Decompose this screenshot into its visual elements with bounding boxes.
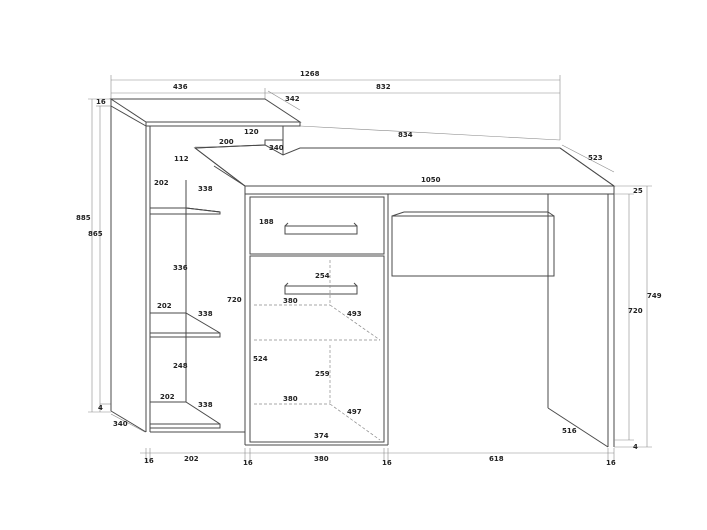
dim-top-left: 436 [173,83,188,91]
dim-desk-depth-width: 834 [398,131,413,139]
dim-shelf3-depth: 338 [198,401,213,409]
left-dimension-lines [88,98,146,433]
dim-inner-depth-lower: 497 [347,408,362,416]
dim-door-inner-width-upper: 380 [283,297,298,305]
dim-cabinet-inner-depth: 524 [253,355,268,363]
dim-desktop-thickness: 25 [633,187,643,195]
desk [193,144,616,448]
dim-shelf-gap-lower: 248 [173,362,188,370]
dim-right-foot: 4 [633,443,638,451]
bottom-dimension-lines [140,448,615,462]
dim-upper-shelf-width: 120 [244,128,259,136]
dim-bottom-left-panel: 16 [144,457,154,465]
dimension-labels: 1268 436 832 16 342 120 200 340 834 523 … [76,70,662,467]
dim-cabinet-height: 720 [227,296,242,304]
dim-shelf2-width: 202 [157,302,172,310]
dim-upper-shelf-depth: 340 [269,144,284,152]
dim-desk-leg-depth: 516 [562,427,577,435]
dim-bottom-shelf-width: 202 [184,455,199,463]
dim-shelf3-width: 202 [160,393,175,401]
dim-top-right: 832 [376,83,391,91]
dim-door-inner-width-lower: 380 [283,395,298,403]
dim-desk-right-depth: 523 [588,154,603,162]
dim-bottom-gap-panel: 16 [243,459,253,467]
dim-bottom-cabinet-panel: 16 [382,459,392,467]
dim-right-height-overall: 749 [647,292,662,300]
dim-shelf-unit-height: 865 [88,230,103,238]
dim-door-inner-height-upper: 254 [315,272,330,280]
dim-drawer-height: 188 [259,218,274,226]
dim-shelf1-depth: 338 [198,185,213,193]
dim-top-thickness-left: 16 [96,98,106,106]
right-dimension-lines [614,185,652,448]
dim-inner-depth-upper: 493 [347,310,362,318]
dim-door-inner-height-lower: 259 [315,370,330,378]
dim-bottom-right-panel: 16 [606,459,616,467]
dim-plinth-height: 4 [98,404,103,412]
dim-shelf2-depth: 338 [198,310,213,318]
top-dimension-lines [110,75,615,173]
shelf-unit [109,98,302,433]
dim-shelf-gap-upper: 336 [173,264,188,272]
dim-overall-height: 885 [76,214,91,222]
dim-desk-top-width: 1050 [421,176,441,184]
dim-side-depth: 340 [113,420,128,428]
dim-right-height-leg: 720 [628,307,643,315]
dim-bottom-knee-width: 618 [489,455,504,463]
dim-top-total: 1268 [300,70,320,78]
dim-desk-step: 112 [174,155,189,163]
dim-shelf-depth-top: 342 [285,95,300,103]
dim-upper-desk-offset: 200 [219,138,234,146]
dim-shelf1-width: 202 [154,179,169,187]
dim-bottom-cabinet-width: 380 [314,455,329,463]
dim-cabinet-bottom-width: 374 [314,432,329,440]
